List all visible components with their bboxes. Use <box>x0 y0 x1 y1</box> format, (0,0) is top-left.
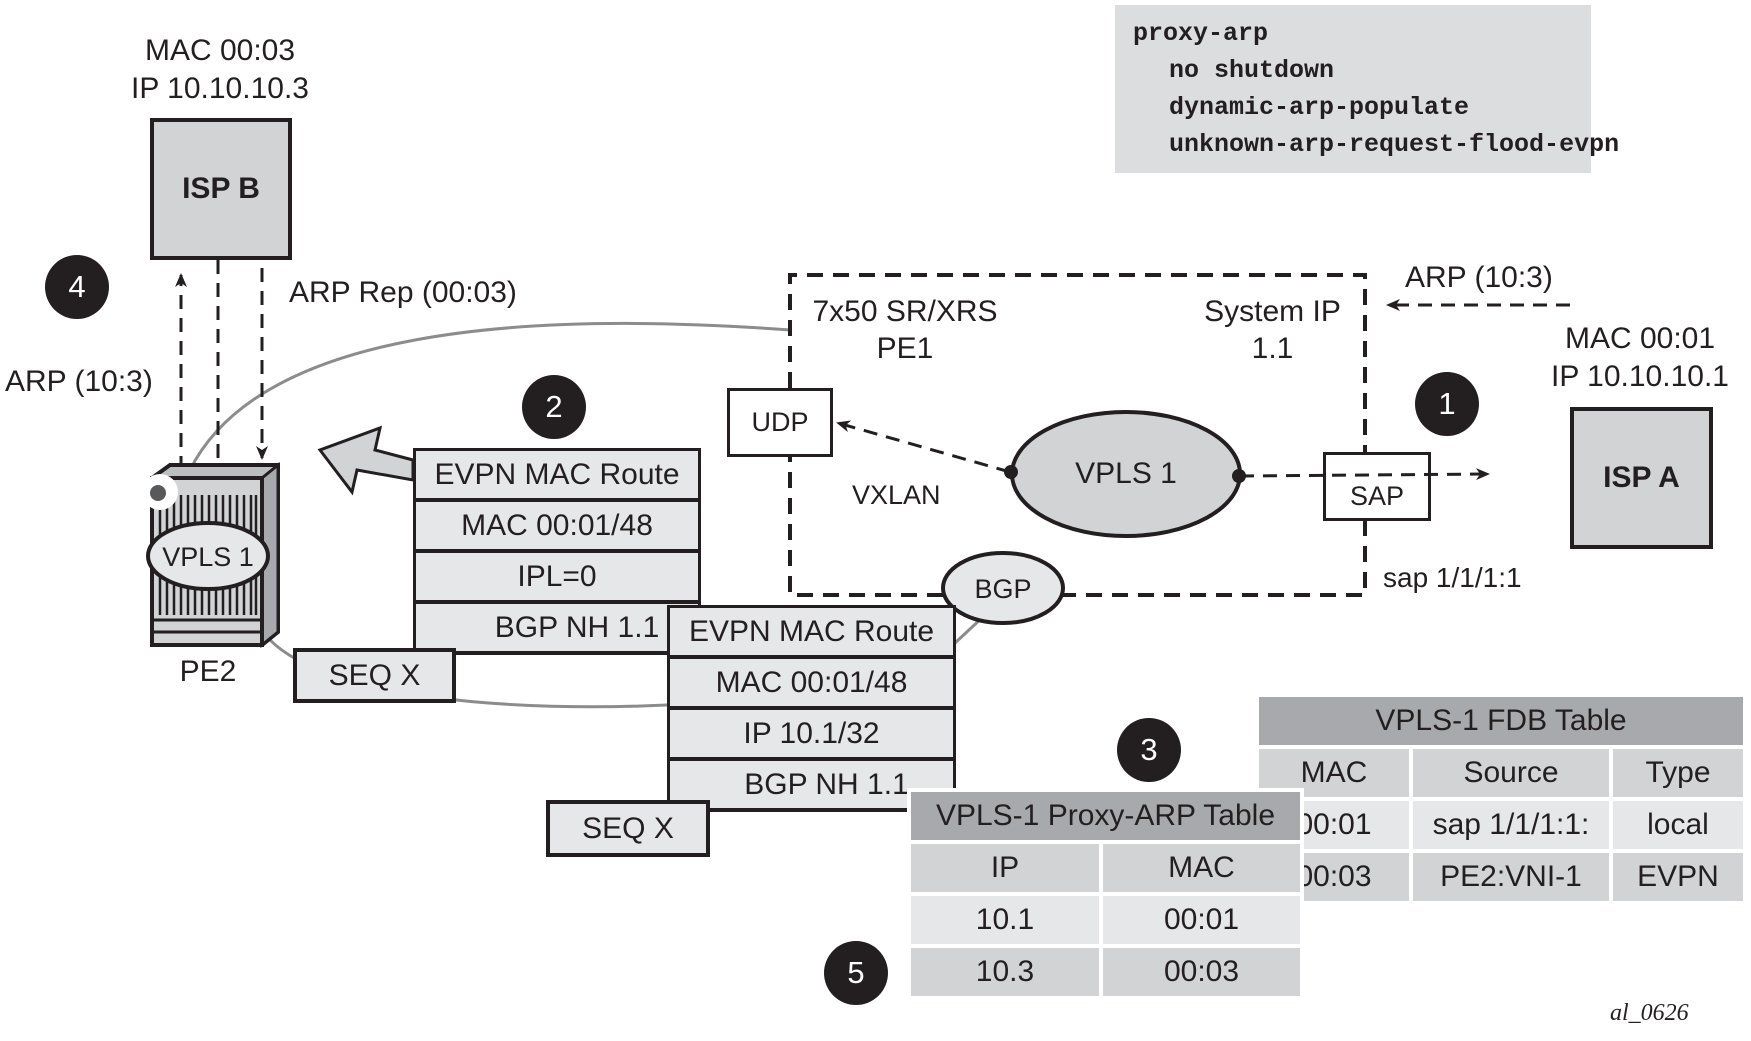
step-number: 2 <box>545 389 563 424</box>
fdb-cell: sap 1/1/1:1: <box>1413 801 1609 849</box>
pe1-vpls-label: VPLS 1 <box>1075 457 1177 490</box>
config-line: no shutdown <box>1169 56 1335 85</box>
fdb-col-header: Source <box>1413 749 1609 797</box>
route-row: BGP NH 1.1 <box>670 761 953 812</box>
step-number: 4 <box>68 269 86 304</box>
step-number: 1 <box>1438 386 1456 421</box>
seq-label: SEQ X <box>582 811 674 845</box>
route-row: IP 10.1/32 <box>670 710 953 761</box>
config-line: proxy-arp <box>1133 19 1269 48</box>
pe1-name-label: PE1 <box>876 332 934 365</box>
step-badge-2: 2 <box>522 375 586 439</box>
proxy-arp-table-title: VPLS-1 Proxy-ARP Table <box>911 792 1300 840</box>
vxlan-label: VXLAN <box>852 480 941 510</box>
pe1-boundary <box>788 273 1367 597</box>
isp-b-name: ISP B <box>182 172 260 205</box>
evpn-route-pe1: EVPN MAC Route MAC 00:01/48 IP 10.1/32 B… <box>667 605 956 812</box>
proxy-arp-cell: 10.1 <box>911 896 1099 944</box>
bgp-session-curve-top <box>188 321 791 471</box>
evpn-route-pe2: EVPN MAC Route MAC 00:01/48 IPL=0 BGP NH… <box>413 448 701 655</box>
fdb-cell: local <box>1613 801 1743 849</box>
arp-request-label-ispb: ARP (10:3) <box>5 365 153 398</box>
proxy-arp-table: VPLS-1 Proxy-ARP Table IP MAC 10.1 00:01… <box>907 788 1304 1000</box>
isp-b-mac-label: MAC 00:03 <box>144 34 296 67</box>
route-row: MAC 00:01/48 <box>416 502 698 553</box>
seq-label: SEQ X <box>328 658 421 692</box>
isp-a-ip-label: IP 10.10.10.1 <box>1551 360 1729 393</box>
route-row: EVPN MAC Route <box>416 451 698 502</box>
pe2-name-label: PE2 <box>179 655 237 688</box>
proxy-arp-table-row: 10.3 00:03 <box>911 948 1300 996</box>
proxy-arp-table-row: 10.1 00:01 <box>911 896 1300 944</box>
seq-box-pe1: SEQ X <box>546 800 710 857</box>
fdb-table: VPLS-1 FDB Table MAC Source Type 00:01 s… <box>1255 693 1747 905</box>
proxy-arp-col-header: MAC <box>1103 844 1300 892</box>
step-number: 5 <box>847 955 865 990</box>
pe2-vpls-ellipse[interactable] <box>146 521 270 591</box>
step-badge-3: 3 <box>1117 718 1181 782</box>
route-row: MAC 00:01/48 <box>670 659 953 710</box>
vpls-sap-endpoint <box>1232 469 1246 483</box>
sap-id-label: sap 1/1/1:1 <box>1383 562 1522 593</box>
proxy-arp-cell: 10.3 <box>911 948 1099 996</box>
fdb-cell: EVPN <box>1613 853 1743 901</box>
pe1-bgp-label: BGP <box>974 574 1032 604</box>
vpls-vxlan-endpoint <box>1004 465 1018 479</box>
proxy-arp-cell: 00:03 <box>1103 948 1300 996</box>
sap-forward-arrow <box>1239 468 1490 481</box>
fdb-cell: PE2:VNI-1 <box>1413 853 1609 901</box>
config-line: unknown-arp-request-flood-evpn <box>1169 130 1620 159</box>
isp-b-node[interactable]: ISP B <box>150 118 292 260</box>
pe1-system-ip-value: 1.1 <box>1251 332 1294 365</box>
figure-id-label: al_0626 <box>1610 1000 1689 1026</box>
proxy-arp-cell: 00:01 <box>1103 896 1300 944</box>
pe1-system-ip-label: System IP <box>1204 295 1341 328</box>
step-badge-1: 1 <box>1415 372 1479 436</box>
pe2-vpls-label: VPLS 1 <box>162 542 254 572</box>
arp-request-label-pe1: ARP (10:3) <box>1405 261 1553 294</box>
isp-b-ip-label: IP 10.10.10.3 <box>131 72 309 105</box>
config-line: dynamic-arp-populate <box>1169 93 1470 122</box>
route-advertise-arrow <box>317 425 415 496</box>
step-number: 3 <box>1140 732 1158 767</box>
seq-box-pe2: SEQ X <box>293 648 456 703</box>
vxlan-arrow <box>836 420 1011 474</box>
isp-a-name: ISP A <box>1603 461 1680 494</box>
fdb-table-row: 00:01 sap 1/1/1:1: local <box>1259 801 1743 849</box>
udp-label: UDP <box>751 407 809 437</box>
proxy-arp-config-block: proxy-arp no shutdown dynamic-arp-populat… <box>1115 5 1620 173</box>
fdb-table-title: VPLS-1 FDB Table <box>1259 697 1743 745</box>
route-row: EVPN MAC Route <box>670 608 953 659</box>
isp-a-node[interactable]: ISP A <box>1570 407 1713 549</box>
pe1-platform-label: 7x50 SR/XRS <box>812 295 998 328</box>
route-row: IPL=0 <box>416 553 698 604</box>
arp-reply-label: ARP Rep (00:03) <box>289 276 517 309</box>
sap-label: SAP <box>1349 481 1405 511</box>
fdb-table-row: 00:03 PE2:VNI-1 EVPN <box>1259 853 1743 901</box>
isp-a-mac-label: MAC 00:01 <box>1564 322 1716 355</box>
fdb-col-header: Type <box>1613 749 1743 797</box>
step-badge-5: 5 <box>824 941 888 1005</box>
sap-box[interactable]: SAP <box>1323 452 1431 521</box>
pe1-bgp-ellipse[interactable] <box>941 551 1065 625</box>
udp-port-box[interactable]: UDP <box>727 388 833 457</box>
proxy-arp-col-header: IP <box>911 844 1099 892</box>
route-row: BGP NH 1.1 <box>416 604 698 655</box>
step-badge-4: 4 <box>45 255 109 319</box>
